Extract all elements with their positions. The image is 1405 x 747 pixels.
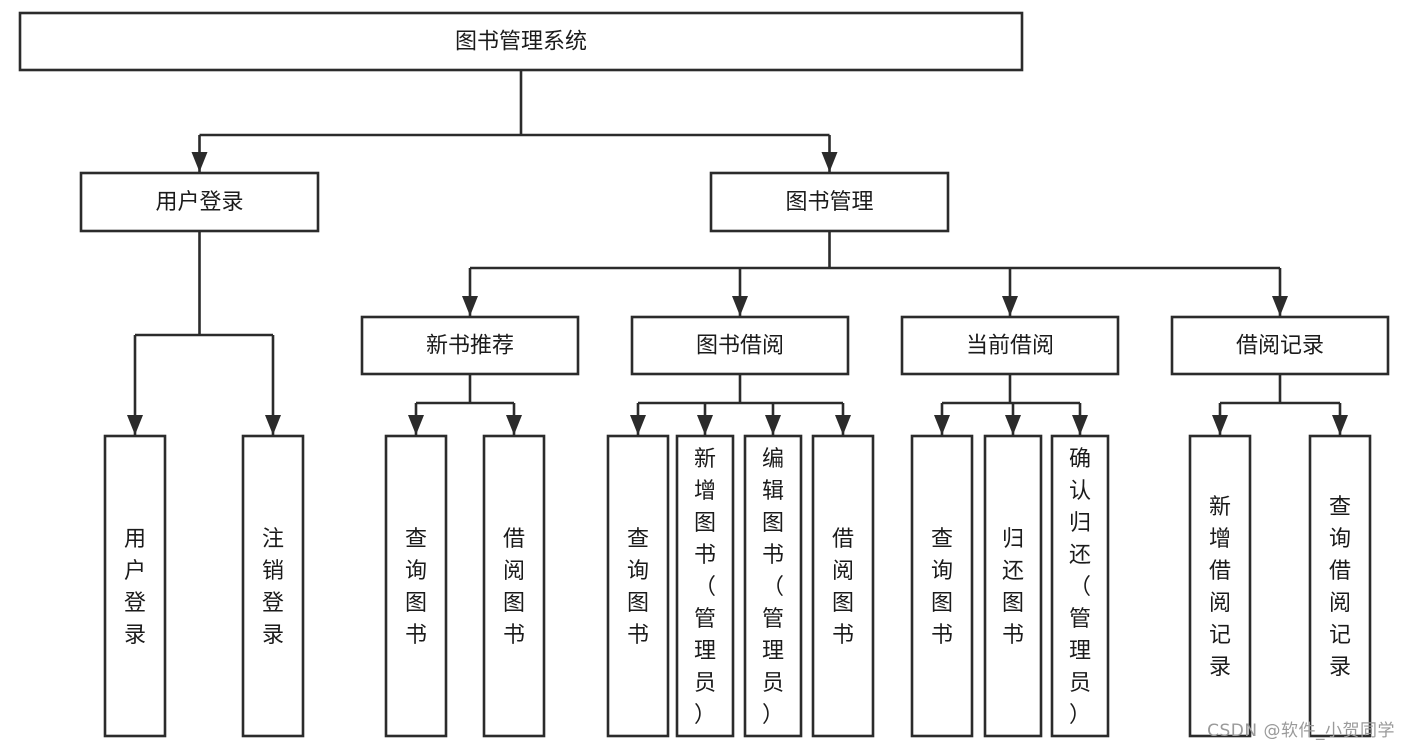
node-label: 借阅图书	[503, 527, 525, 648]
arrow-head-icon	[732, 296, 748, 316]
node-box[interactable]	[18, 11, 1024, 72]
node-box[interactable]	[743, 434, 803, 738]
node-box[interactable]	[900, 315, 1120, 376]
node-level3-new-book-recommend[interactable]: 新书推荐	[360, 315, 580, 376]
arrow-head-icon	[934, 415, 950, 435]
node-box[interactable]	[1170, 315, 1390, 376]
node-label: 注销登录	[262, 527, 284, 648]
node-label: 图书借阅	[696, 334, 784, 359]
node-leaf-leaf-user-login[interactable]: 用户登录	[103, 434, 167, 738]
node-level3-book-borrow[interactable]: 图书借阅	[630, 315, 850, 376]
arrow-head-icon	[127, 415, 143, 435]
node-label: 用户登录	[155, 190, 243, 215]
node-label: 新书推荐	[426, 334, 514, 359]
node-label: 图书管理	[785, 190, 873, 215]
arrow-head-icon	[1005, 415, 1021, 435]
node-label: 查询图书	[931, 527, 953, 648]
node-label: 查询图书	[405, 527, 427, 648]
node-label: 编辑图书（管理员）	[762, 447, 784, 728]
arrow-head-icon	[765, 415, 781, 435]
arrow-head-icon	[630, 415, 646, 435]
csdn-watermark: CSDN @软件_小贺同学	[1207, 721, 1395, 741]
arrow-head-icon	[1332, 415, 1348, 435]
arrow-head-icon	[191, 152, 208, 172]
node-box[interactable]	[384, 434, 448, 738]
node-label: 查询借阅记录	[1329, 495, 1351, 680]
node-box[interactable]	[630, 315, 850, 376]
node-leaf-leaf-query-book-new[interactable]: 查询图书	[384, 434, 448, 738]
node-box[interactable]	[709, 171, 950, 233]
arrow-head-icon	[506, 415, 522, 435]
node-level2-user-login[interactable]: 用户登录	[79, 171, 320, 233]
arrow-head-icon	[835, 415, 851, 435]
node-leaf-leaf-confirm-return-admin[interactable]: 确认归还（管理员）	[1050, 434, 1110, 738]
node-box[interactable]	[1308, 434, 1372, 738]
node-box[interactable]	[103, 434, 167, 738]
node-label: 新增图书（管理员）	[694, 447, 716, 728]
arrow-head-icon	[697, 415, 713, 435]
node-label: 图书管理系统	[455, 30, 587, 55]
node-root-root[interactable]: 图书管理系统	[18, 11, 1024, 72]
arrow-head-icon	[265, 415, 281, 435]
node-leaf-leaf-logout[interactable]: 注销登录	[241, 434, 305, 738]
arrow-head-icon	[1212, 415, 1228, 435]
node-level3-current-borrow[interactable]: 当前借阅	[900, 315, 1120, 376]
node-box[interactable]	[1188, 434, 1252, 738]
node-box[interactable]	[79, 171, 320, 233]
node-leaf-leaf-query-book-current[interactable]: 查询图书	[910, 434, 974, 738]
arrow-head-icon	[821, 152, 838, 172]
arrow-head-icon	[1072, 415, 1088, 435]
node-leaf-leaf-query-borrow-record[interactable]: 查询借阅记录	[1308, 434, 1372, 738]
node-label: 归还图书	[1002, 527, 1024, 648]
node-level3-borrow-record[interactable]: 借阅记录	[1170, 315, 1390, 376]
node-layer: 图书管理系统用户登录图书管理新书推荐图书借阅当前借阅借阅记录用户登录注销登录查询…	[18, 11, 1390, 738]
node-label: 新增借阅记录	[1209, 495, 1231, 680]
node-label: 查询图书	[627, 527, 649, 648]
node-label: 确认归还（管理员）	[1069, 447, 1091, 728]
arrow-head-icon	[1002, 296, 1018, 316]
node-label: 借阅记录	[1236, 334, 1324, 359]
node-box[interactable]	[910, 434, 974, 738]
arrow-head-icon	[462, 296, 478, 316]
node-leaf-leaf-borrow-book-borrow[interactable]: 借阅图书	[811, 434, 875, 738]
node-box[interactable]	[482, 434, 546, 738]
node-box[interactable]	[606, 434, 670, 738]
node-box[interactable]	[360, 315, 580, 376]
arrow-head-icon	[408, 415, 424, 435]
node-label: 借阅图书	[832, 527, 854, 648]
node-leaf-leaf-edit-book-admin[interactable]: 编辑图书（管理员）	[743, 434, 803, 738]
node-level2-book-management[interactable]: 图书管理	[709, 171, 950, 233]
node-box[interactable]	[241, 434, 305, 738]
node-box[interactable]	[675, 434, 735, 738]
node-label: 当前借阅	[966, 334, 1054, 359]
node-leaf-leaf-add-book-admin[interactable]: 新增图书（管理员）	[675, 434, 735, 738]
node-leaf-leaf-return-book[interactable]: 归还图书	[983, 434, 1043, 738]
arrow-head-icon	[1272, 296, 1288, 316]
node-box[interactable]	[983, 434, 1043, 738]
node-leaf-leaf-add-borrow-record[interactable]: 新增借阅记录	[1188, 434, 1252, 738]
node-box[interactable]	[811, 434, 875, 738]
connector-layer	[127, 70, 1348, 435]
node-label: 用户登录	[124, 527, 146, 648]
node-leaf-leaf-borrow-book-new[interactable]: 借阅图书	[482, 434, 546, 738]
node-box[interactable]	[1050, 434, 1110, 738]
node-leaf-leaf-query-book-borrow[interactable]: 查询图书	[606, 434, 670, 738]
